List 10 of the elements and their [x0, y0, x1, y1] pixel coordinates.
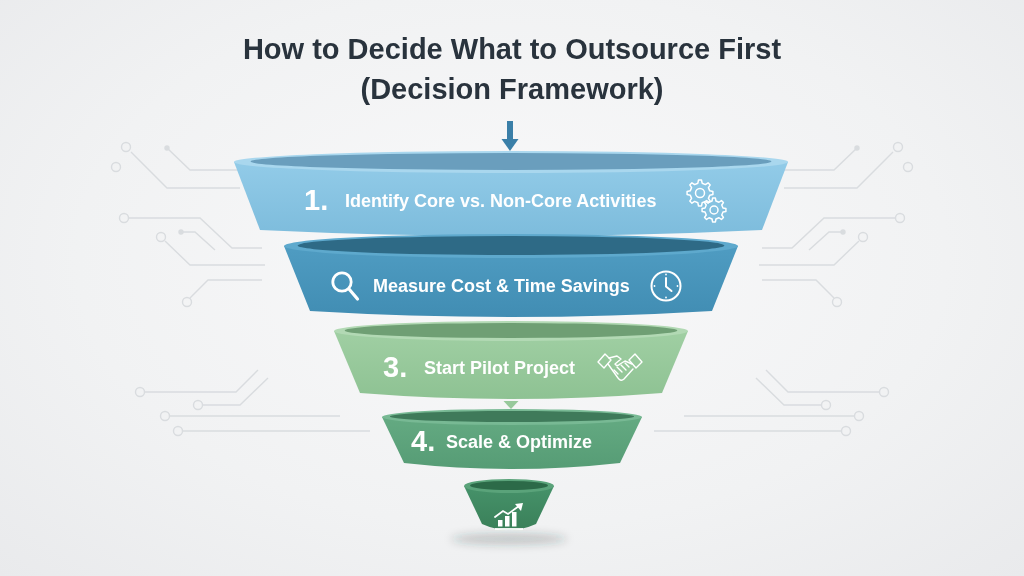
- step-number: 3.: [383, 351, 408, 385]
- arrow: [503, 401, 519, 410]
- step-number: 1.: [304, 184, 329, 218]
- step-label: Start Pilot Project: [424, 357, 576, 379]
- step-number: 4.: [411, 425, 436, 459]
- title: How to Decide What to Outsource First (Decision Framework): [241, 32, 783, 107]
- step-label: Identify Core vs. Non-Core Activities: [345, 190, 657, 212]
- step-label: Measure Cost & Time Savings: [373, 275, 630, 297]
- arrow: [501, 121, 519, 151]
- step-label: Scale & Optimize: [446, 431, 593, 453]
